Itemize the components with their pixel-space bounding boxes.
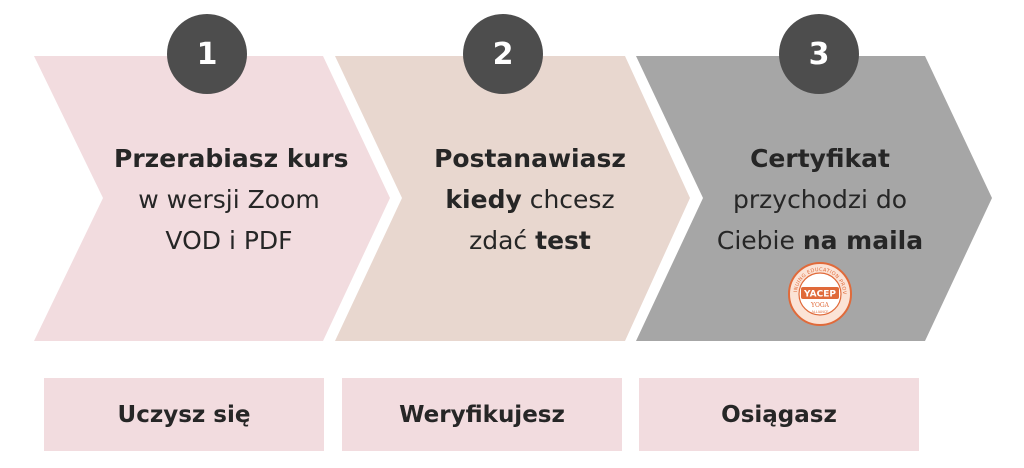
step-label-2: Weryfikujesz [342,378,622,451]
seal-sub-text-2: ALLIANCE [812,310,829,314]
step-label-1: Uczysz się [44,378,324,451]
step-3-line-2: przychodzi do [733,185,907,214]
step-3-line-1: Certyfikat [750,144,890,173]
step-3-line-3: Ciebie na maila [716,226,924,255]
step-description-3: Certyfikat przychodzi do Ciebie na maila [705,138,935,261]
step-number-badge-1: 1 [167,14,247,94]
seal-main-text: YACEP [803,290,836,300]
step-description-2: Postanawiasz kiedy chcesz zdać test [415,138,645,261]
step-label-3-text: Osiągasz [721,401,837,428]
chevron-step-1 [34,56,390,341]
step-2-line-1: Postanawiasz [434,144,626,173]
chevron-step-3 [636,56,992,341]
step-1-line-3: VOD i PDF [165,226,293,255]
step-1-line-1: Przerabiasz kurs [114,144,349,173]
step-number-badge-2: 2 [463,14,543,94]
seal-sub-text: YOGA [810,302,830,309]
step-label-1-text: Uczysz się [117,401,251,428]
step-2-line-3: zdać test [469,226,591,255]
step-label-2-text: Weryfikujesz [399,401,565,428]
step-1-line-2: w wersji Zoom [138,185,320,214]
chevron-step-2 [335,56,690,341]
step-2-line-2: kiedy chcesz [445,185,615,214]
step-label-3: Osiągasz [639,378,919,451]
yacep-seal-logo: CONTINUING EDUCATION PROVIDER YACEP YOGA… [787,261,852,326]
step-number-badge-3: 3 [779,14,859,94]
step-description-1: Przerabiasz kurs w wersji Zoom VOD i PDF [114,138,349,261]
